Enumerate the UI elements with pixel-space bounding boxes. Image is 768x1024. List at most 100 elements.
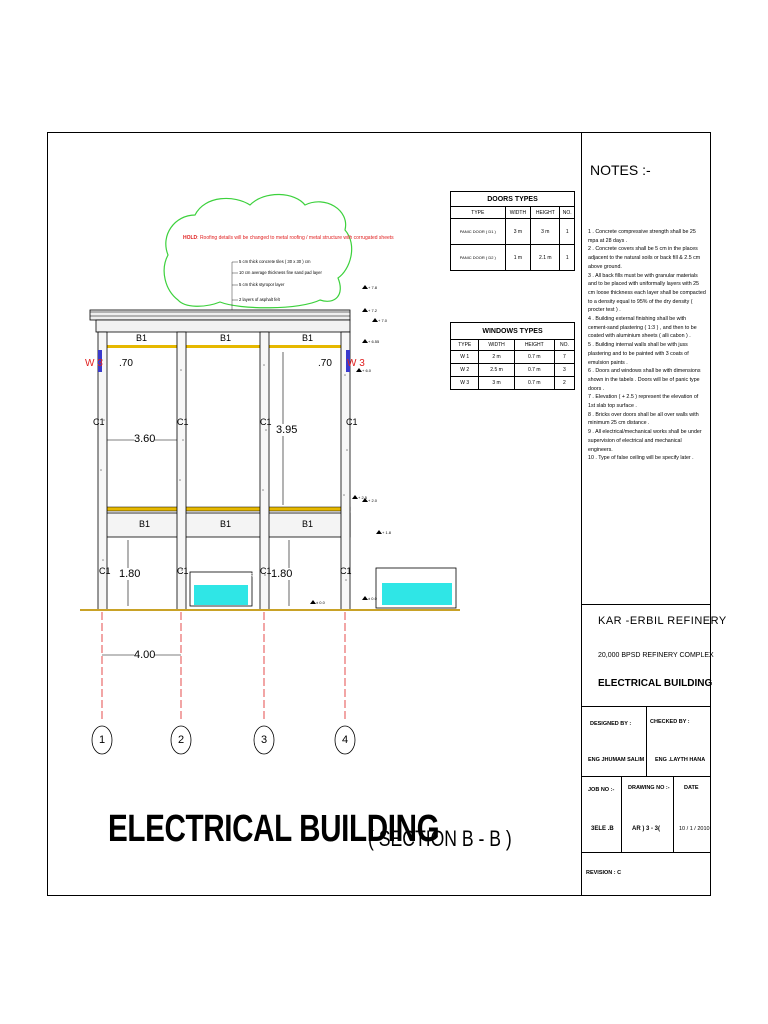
note-item: 6 . Doors and windows shall be with dime… [588,368,701,392]
job-no-label: JOB NO :- [588,787,615,793]
column-label: C1 [260,417,272,427]
column-label: C1 [177,417,189,427]
level-label: + 2.5 [358,495,368,500]
dim-lower: 1.80 [119,568,141,580]
designed-by-label: DESIGNED BY : [590,721,632,727]
column-label: C1 [177,566,189,576]
level-label: + 1.8 [382,530,392,535]
level-label: + 7.0 [378,318,388,323]
note-item: 7 . Elevation ( + 2.5 ) represent the el… [588,394,699,410]
dim-bay: 3.60 [134,433,156,445]
table-header: TYPE [449,339,480,351]
table-cell: 7 [553,350,576,364]
table-cell: 2.1 m [530,244,561,271]
project-name: KAR -ERBIL REFINERY [598,615,727,627]
beam-label: B1 [136,333,148,343]
dim-lower: 1.80 [271,568,293,580]
level-label: ± 0.0 [368,596,377,601]
table-cell: W 3 [449,376,480,390]
tb-divider [581,852,711,853]
columns [97,331,351,611]
doors-table-caption: DOORS TYPES [450,191,575,207]
layer-label: 5 cm thick concrete tiles ( 30 x 30 ) cm [239,259,311,264]
note-item: 5 . Building internal walls shall be wit… [588,342,689,366]
note-item: 10 . Type of false ceiling will be speci… [588,455,694,462]
layer-label: 5 cm thick styropor layer [239,282,285,287]
tb-divider [581,776,711,777]
table-cell: 3 m [530,218,561,245]
drawing-no-label: DRAWING NO :- [628,785,670,791]
tb-vdivider [673,776,674,852]
beam-label: B1 [220,519,232,529]
checker-name: ENG .LAYTH HANA [655,757,706,763]
table-cell: PANIC DOOR ( D2 ) [450,244,506,271]
drawing-no-value: AR ) 3 - 3( [632,826,661,832]
table-cell: PANIC DOOR ( D1 ) [450,218,506,245]
column-label: C1 [93,417,105,427]
windows-table: WINDOWS TYPES TYPE WIDTH HEIGHT NO. W 1 … [449,322,576,390]
level-label: + 7.2 [368,308,378,313]
table-header: WIDTH [504,206,532,219]
level-label: + 6.0 [362,368,372,373]
transformer-label: TRANSFORMER [204,573,255,580]
note-item: 1 . Concrete compressive strength shall … [588,229,696,244]
dim-grid: 4.00 [134,649,156,661]
designer-name: ENG JHUMAM SALIM [588,757,645,763]
window-label: W 3 [85,358,103,369]
note-item: 2 . Concrete covers shall be 5 cm in the… [588,246,701,270]
layer-label: 2 layers of asphalt felt [239,297,280,302]
window-w3-left [98,350,102,372]
roof-lintel [100,345,350,348]
beam-label: B1 [302,333,314,343]
table-cell: W 1 [449,350,480,364]
table-cell: 1 [559,218,575,245]
layer-label: 10 cm average thickness fine sand pad la… [239,270,322,275]
hold-note: HOLD: Roofing details will be changed to… [183,235,394,241]
table-header: NO. [559,206,575,219]
transformer-left [189,571,253,607]
drawing-sheet-border [47,132,711,896]
column-label: C1 [260,566,272,576]
title-block-divider [581,132,582,896]
level-label: ± 0.0 [316,600,325,605]
grid-lines [101,612,346,722]
building-name: ELECTRICAL BUILDING [598,678,713,689]
grid-label-3: 3 [261,734,268,746]
revision-cloud [163,193,353,309]
table-cell: 3 m [504,218,532,245]
tb-vdivider [621,776,622,852]
roof-beam-layer [95,319,351,333]
grid-bubbles [91,725,356,755]
dim-window: .70 [119,358,133,369]
dim-height: 3.95 [276,424,298,436]
table-header: NO. [553,339,576,351]
table-cell: 2 m [478,350,515,364]
project-complex: 20,000 BPSD REFINERY COMPLEX [598,652,714,659]
column-label: C1 [99,566,111,576]
job-no-value: 3ELE .B [591,826,614,832]
drawing-subtitle: ( SECTION B - B ) [368,826,512,851]
window-label: W 3 [347,358,365,369]
notes-list: 1 . Concrete compressive strength shall … [588,228,706,463]
table-cell: 0.7 m [513,363,555,377]
revision: REVISION : C [586,870,622,876]
table-cell: 2 [553,376,576,390]
transformer-label: TRANSFORMER [397,572,448,579]
dim-window: .70 [318,358,332,369]
notes-title: NOTES :- [590,162,651,178]
table-header: HEIGHT [530,206,561,219]
level-label: + 7.8 [368,285,378,290]
window-w3-right [346,350,350,372]
grid-label-1: 1 [99,734,106,746]
tb-vdivider [646,706,647,776]
table-header: TYPE [450,206,506,219]
drawing-title: ELECTRICAL BUILDING [108,808,440,850]
title-block [581,604,711,896]
date-label: DATE [684,785,699,791]
table-cell: 1 [559,244,575,271]
column-label: C1 [340,566,352,576]
first-floor-slab [99,506,351,512]
level-label: + 2.0 [368,498,378,503]
table-cell: 3 [553,363,576,377]
